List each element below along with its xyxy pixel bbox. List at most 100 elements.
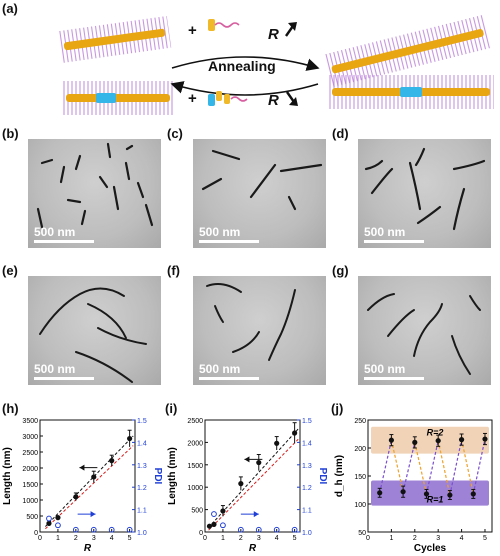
reverse-arrow bbox=[170, 81, 319, 96]
cycle-link bbox=[402, 442, 416, 492]
unimer-icon-bottom bbox=[208, 91, 248, 106]
scale-bar-g: 500 nm bbox=[364, 362, 424, 380]
scale-bar-c: 500 nm bbox=[199, 225, 259, 243]
x-tick-label: 3 bbox=[436, 535, 440, 542]
arrow-down-icon bbox=[286, 91, 298, 106]
length-point bbox=[109, 458, 115, 464]
x-axis-label: R bbox=[249, 543, 257, 554]
y-axis-label: Length (nm) bbox=[2, 447, 13, 505]
tem-image-e: 500 nm bbox=[28, 276, 161, 385]
cycle-link bbox=[437, 440, 451, 496]
y-tick-label: 100 bbox=[354, 502, 366, 509]
shaded-band bbox=[371, 426, 489, 454]
pdi-point bbox=[237, 526, 244, 533]
y-tick-label: 1000 bbox=[22, 498, 38, 505]
scale-bar-e: 500 nm bbox=[34, 362, 94, 380]
y-tick-label: 2000 bbox=[22, 466, 38, 473]
dh-point bbox=[388, 437, 394, 443]
y-tick-label: 50 bbox=[358, 530, 366, 537]
panel-label-f: (f) bbox=[167, 263, 180, 278]
panel-label-g: (g) bbox=[332, 263, 349, 278]
plot-frame bbox=[39, 419, 136, 533]
y2-axis-label: PDI bbox=[317, 468, 328, 485]
y-tick-label: 250 bbox=[354, 418, 366, 425]
short-micelle-top bbox=[57, 15, 172, 63]
nanofibers-g bbox=[367, 293, 481, 375]
y-tick-label: 0 bbox=[34, 530, 38, 537]
nanofibers-e bbox=[39, 287, 147, 383]
panel-label-d: (d) bbox=[332, 126, 349, 141]
dh-point bbox=[447, 492, 453, 498]
fit-line bbox=[45, 445, 134, 530]
x-tick-label: 0 bbox=[366, 535, 370, 542]
cycle-link bbox=[379, 440, 392, 493]
scale-bar-d: 500 nm bbox=[364, 225, 424, 243]
cycle-link bbox=[414, 442, 428, 495]
y-tick-label: 3500 bbox=[22, 418, 38, 425]
legend-arrow-head bbox=[244, 456, 250, 463]
y2-tick-label: 1.0 bbox=[302, 530, 312, 537]
cycle-link bbox=[460, 439, 474, 495]
x-tick-label: 1 bbox=[56, 535, 60, 542]
legend-arrow-head bbox=[253, 511, 259, 518]
y-tick-label: 0 bbox=[199, 530, 203, 537]
panel-label-a: (a) bbox=[2, 1, 18, 16]
panel-label-c: (c) bbox=[167, 126, 183, 141]
y-tick-label: 1000 bbox=[187, 485, 203, 492]
x-tick-label: 0 bbox=[203, 535, 207, 542]
plot-frame bbox=[204, 419, 301, 533]
y2-tick-label: 1.5 bbox=[137, 418, 147, 425]
band-label: R=1 bbox=[427, 495, 444, 505]
tem-image-d: 500 nm bbox=[358, 139, 491, 248]
schematic-diagram bbox=[57, 14, 494, 115]
y-tick-label: 500 bbox=[191, 508, 203, 515]
panel-label-j: (j) bbox=[331, 401, 344, 416]
x-tick-label: 2 bbox=[74, 535, 78, 542]
cycle-link bbox=[390, 440, 404, 492]
pdi-point bbox=[90, 526, 97, 533]
pdi-point bbox=[273, 526, 280, 533]
length-point bbox=[220, 508, 226, 514]
x-tick-label: 4 bbox=[460, 535, 464, 542]
length-point bbox=[292, 430, 298, 436]
pdi-point bbox=[211, 511, 217, 517]
x-tick-label: 0 bbox=[38, 535, 42, 542]
tem-image-f: 500 nm bbox=[193, 276, 326, 385]
panel-label-b: (b) bbox=[2, 126, 19, 141]
dh-point bbox=[412, 439, 418, 445]
panel-label-i: (i) bbox=[165, 401, 178, 416]
plus-sign-bottom: + bbox=[188, 90, 197, 107]
tem-image-c: 500 nm bbox=[193, 139, 326, 248]
y2-tick-label: 1.3 bbox=[302, 463, 312, 470]
length-point bbox=[55, 515, 61, 521]
pdi-point bbox=[255, 526, 262, 533]
nanofibers-b bbox=[36, 142, 154, 229]
y2-tick-label: 1.0 bbox=[137, 530, 147, 537]
pdi-point bbox=[55, 522, 61, 529]
nanofibers-c bbox=[201, 149, 323, 211]
shaded-band bbox=[371, 480, 489, 506]
dh-point bbox=[458, 437, 465, 443]
x-tick-label: 3 bbox=[257, 535, 261, 542]
y2-tick-label: 1.1 bbox=[137, 508, 147, 515]
x-tick-label: 3 bbox=[92, 535, 96, 542]
fit-line bbox=[208, 438, 299, 531]
nanofibers-f bbox=[206, 283, 296, 361]
annealing-label: Annealing bbox=[208, 58, 276, 74]
nanofibers-d bbox=[364, 147, 486, 231]
short-micelle-bottom bbox=[62, 81, 174, 115]
x-tick-label: 5 bbox=[128, 535, 132, 542]
x-axis-label: R bbox=[84, 543, 92, 554]
length-point bbox=[256, 459, 262, 466]
tem-image-b: 500 nm bbox=[28, 139, 161, 248]
dh-point bbox=[482, 436, 488, 442]
dh-point bbox=[400, 489, 406, 495]
pdi-point bbox=[72, 526, 79, 533]
y-tick-label: 2000 bbox=[187, 440, 203, 447]
x-axis-label: Cycles bbox=[414, 543, 447, 554]
y-tick-label: 2500 bbox=[187, 418, 203, 425]
y2-tick-label: 1.4 bbox=[137, 440, 147, 447]
y-tick-label: 500 bbox=[26, 514, 38, 521]
y-tick-label: 2500 bbox=[22, 450, 38, 457]
